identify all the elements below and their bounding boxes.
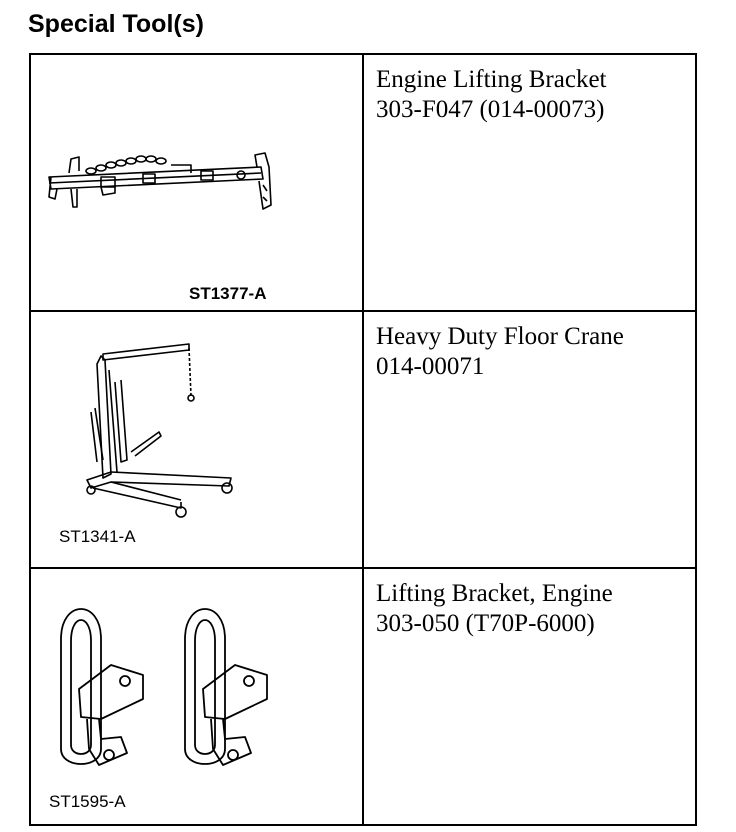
- table-row: ST1377-A Engine Lifting Bracket 303-F047…: [29, 53, 697, 312]
- tool-description-cell: Heavy Duty Floor Crane 014-00071: [362, 310, 697, 569]
- page-title: Special Tool(s): [28, 10, 204, 38]
- tool-description-cell: Lifting Bracket, Engine 303-050 (T70P-60…: [362, 567, 697, 826]
- tool-name: Lifting Bracket, Engine: [376, 580, 613, 607]
- floor-crane-illustration: [86, 343, 233, 518]
- tool-part-number: 303-F047 (014-00073): [376, 96, 605, 123]
- lifting-bracket-engine-illustration: [60, 608, 268, 766]
- tool-image-code: ST1595-A: [49, 792, 126, 811]
- tool-image-code: ST1341-A: [59, 527, 136, 546]
- tool-name: Engine Lifting Bracket: [376, 66, 607, 93]
- tool-part-number: 014-00071: [376, 353, 485, 380]
- tool-image-cell: ST1595-A: [29, 567, 364, 826]
- tool-image-cell: ST1341-A: [29, 310, 364, 569]
- tool-image-code: ST1377-A: [189, 284, 267, 303]
- tool-part-number: 303-050 (T70P-6000): [376, 610, 595, 637]
- tool-image-cell: ST1377-A: [29, 53, 364, 312]
- table-row: ST1595-A Lifting Bracket, Engine 303-050…: [29, 567, 697, 826]
- tool-name: Heavy Duty Floor Crane: [376, 323, 624, 350]
- engine-lifting-bracket-illustration: [48, 152, 272, 210]
- table-row: ST1341-A Heavy Duty Floor Crane 014-0007…: [29, 310, 697, 569]
- special-tools-table: ST1377-A Engine Lifting Bracket 303-F047…: [29, 53, 697, 826]
- tool-description-cell: Engine Lifting Bracket 303-F047 (014-000…: [362, 53, 697, 312]
